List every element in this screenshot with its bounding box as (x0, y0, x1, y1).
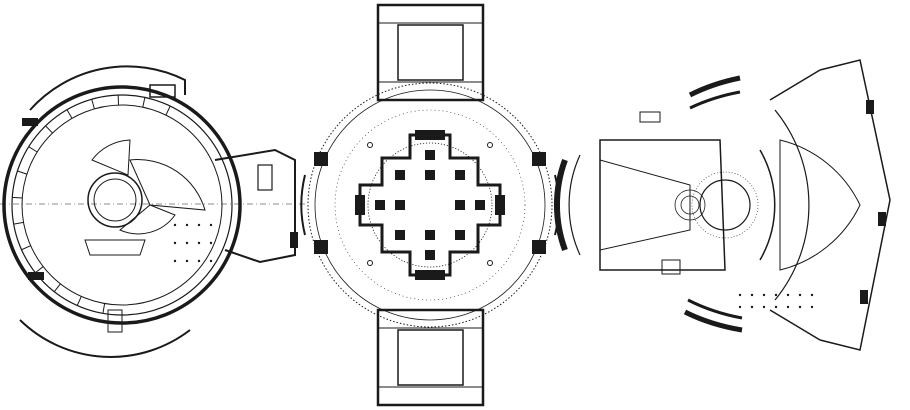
ring-wall (165, 105, 171, 116)
pier (455, 200, 465, 210)
pier (395, 230, 405, 240)
column (810, 305, 814, 309)
column (185, 223, 189, 227)
column (173, 241, 177, 245)
column (774, 293, 778, 297)
top-wing (376, 3, 485, 102)
bottom-wing (376, 308, 485, 407)
column (786, 305, 790, 309)
ring-wall (76, 296, 82, 306)
ring-wall (21, 245, 31, 251)
pier (375, 200, 385, 210)
seating-block-lower (84, 239, 146, 256)
column (173, 223, 177, 227)
column (762, 293, 766, 297)
pier (425, 230, 435, 240)
pier (425, 150, 435, 160)
ring-room-divisions (12, 95, 171, 314)
left-theatre-plan (0, 65, 305, 358)
column (197, 223, 201, 227)
column (786, 293, 790, 297)
pier (475, 200, 485, 210)
center-court-plan (300, 3, 560, 407)
ring-wall (28, 146, 38, 153)
ring-wall (102, 303, 106, 314)
right-auditorium-seating (779, 139, 861, 271)
column-dots (738, 293, 814, 309)
column (185, 259, 189, 263)
column-dots (173, 223, 213, 263)
column (750, 305, 754, 309)
left-auditorium-seating (599, 159, 691, 251)
ring-wall (35, 266, 44, 274)
ring-wall (91, 99, 95, 110)
pier (395, 170, 405, 180)
column (774, 305, 778, 309)
cruciform-centre (355, 130, 505, 280)
column (209, 241, 213, 245)
ring-wall (66, 109, 73, 119)
ring-wall (12, 196, 23, 199)
column (209, 223, 213, 227)
ring-wall (53, 283, 61, 292)
ring-wall (142, 97, 146, 108)
pier (425, 250, 435, 260)
pier-grid (375, 150, 485, 260)
right-auditoria-plan (553, 59, 891, 351)
column (209, 259, 213, 263)
pier (455, 230, 465, 240)
column (197, 241, 201, 245)
column (798, 293, 802, 297)
ring-wall (13, 221, 24, 225)
pier (425, 170, 435, 180)
column (738, 305, 742, 309)
column (173, 259, 177, 263)
pier (395, 200, 405, 210)
seating-fan-upper (129, 159, 206, 211)
column (762, 305, 766, 309)
column (738, 293, 742, 297)
ring-wall (45, 125, 53, 134)
seating-fan-left (91, 139, 131, 176)
column (185, 241, 189, 245)
column (197, 259, 201, 263)
seating-fan-lower (119, 204, 176, 235)
pier (455, 170, 465, 180)
column (810, 293, 814, 297)
ring-wall (17, 170, 28, 175)
column (798, 305, 802, 309)
column (750, 293, 754, 297)
